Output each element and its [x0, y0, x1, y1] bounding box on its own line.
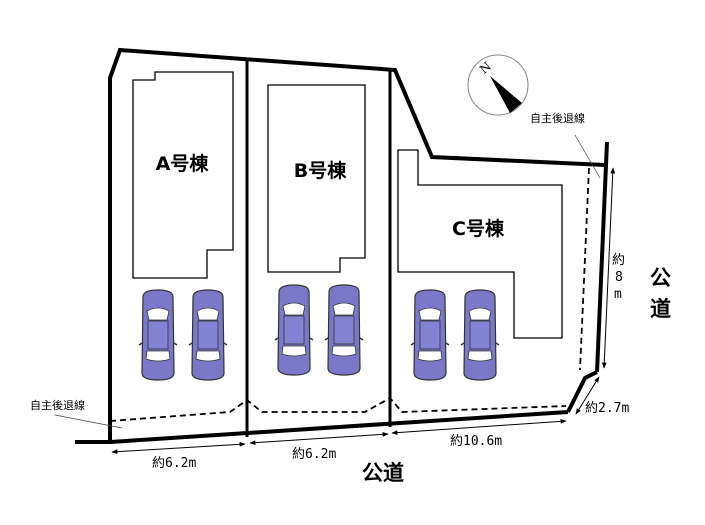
dimension-east-3: m: [614, 287, 622, 302]
road-label-south: 公道: [362, 461, 404, 485]
building-b-label: B号棟: [294, 159, 347, 182]
setback-line-east: [579, 167, 590, 371]
car-icon: [188, 289, 228, 381]
building-a-label: A号棟: [156, 152, 210, 175]
lot-boundary: [108, 47, 606, 442]
setback-label-south: 自主後退線: [30, 398, 85, 412]
setback-leader: [574, 134, 601, 179]
building-c-outline: [397, 149, 563, 339]
dimension-arrow-b: [249, 431, 389, 446]
dimension-arrow-c: [391, 418, 567, 436]
dimension-arrow-east: [601, 167, 616, 369]
road-label-east-char2: 道: [650, 297, 671, 321]
dimension-lot-b: 約6.2m: [292, 447, 336, 462]
car-icon: [138, 289, 178, 381]
dimension-east-1: 約: [612, 253, 625, 268]
dimension-arrow-corner: [575, 376, 600, 415]
car-icon: [324, 284, 364, 376]
dimension-east-2: 8: [615, 270, 623, 285]
building-c-label: C号棟: [452, 217, 505, 240]
dimension-lot-a: 約6.2m: [152, 456, 196, 471]
road-label-east-char1: 公: [650, 266, 671, 290]
building-a-outline: [132, 71, 234, 279]
building-b-outline: [267, 84, 366, 273]
car-icon: [274, 284, 314, 376]
north-compass-icon: N: [467, 54, 529, 116]
dimension-corner: 約2.7m: [585, 401, 629, 416]
dimension-arrow-a: [111, 441, 246, 455]
setback-line-south: [109, 396, 567, 422]
car-icon: [410, 289, 450, 381]
setback-leader: [54, 414, 123, 429]
car-icon: [460, 289, 500, 381]
dimension-lot-c: 約10.6m: [450, 434, 502, 449]
setback-label-east: 自主後退線: [530, 111, 585, 125]
